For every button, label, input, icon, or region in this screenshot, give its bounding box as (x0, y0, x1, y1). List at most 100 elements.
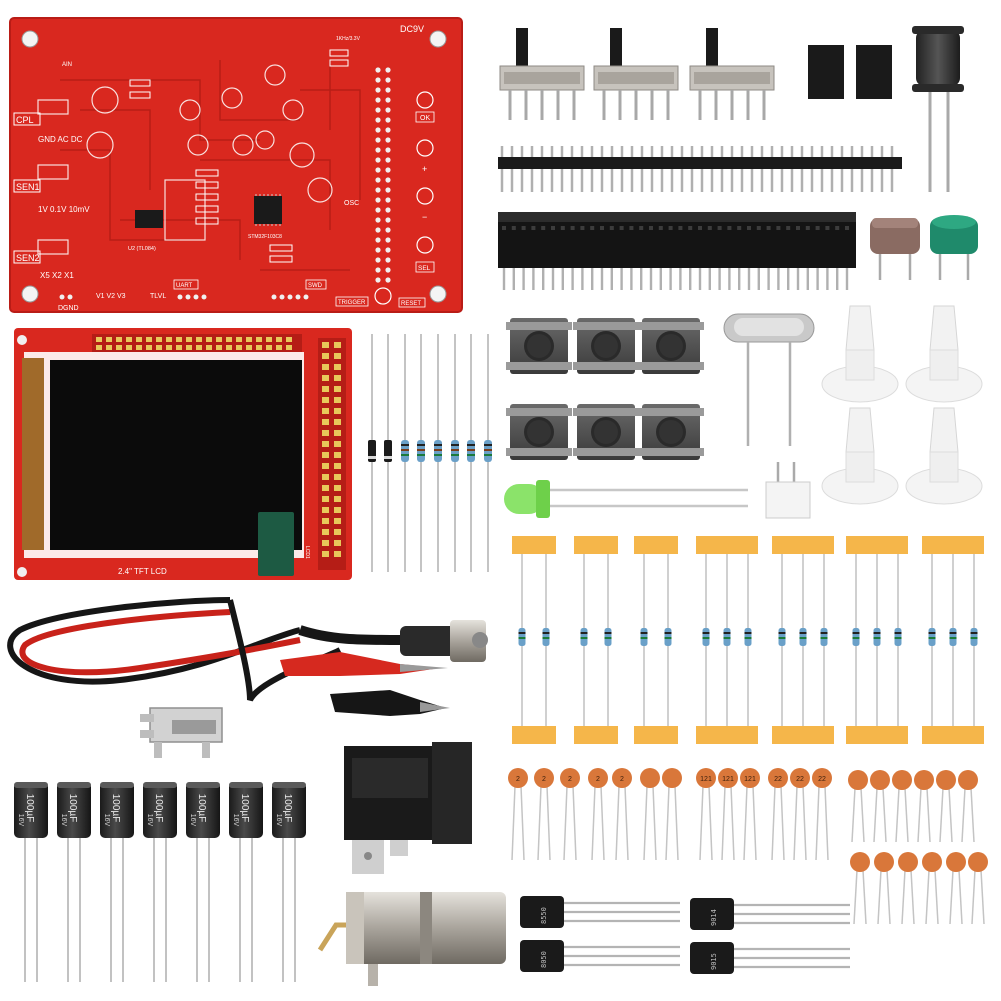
ceramic-capacitor-c2 (870, 770, 890, 843)
ceramic-capacitor-d1 (850, 852, 870, 925)
green-led (504, 480, 748, 518)
pcb-label-v123: V1 V2 V3 (96, 293, 126, 300)
pcb-label-sen2-range: X5 X2 X1 (40, 271, 74, 280)
lcd-label: 2.4" TFT LCD (118, 567, 167, 576)
transistor-3: 9014 (690, 898, 850, 930)
lcd-module: 2.4" TFT LCD LCD1 (14, 328, 352, 580)
slide-switch-3 (689, 28, 775, 120)
ceramic-capacitor-b4-label: 22 (774, 776, 782, 783)
transistor-1: 8550 (520, 896, 680, 928)
lcd-side-header (318, 338, 346, 570)
resistor-8 (484, 334, 492, 572)
ceramic-capacitor-d3 (898, 852, 918, 925)
ceramic-capacitor-b6: 22 (812, 768, 832, 861)
opamp-chip (135, 210, 163, 228)
tactile-button-4 (506, 404, 572, 460)
pcb-label-reset: RESET (401, 301, 421, 307)
nylon-standoffs (821, 305, 983, 505)
short-female-headers (808, 45, 892, 122)
male-pin-header (498, 146, 902, 192)
tactile-button-3 (638, 318, 704, 374)
ceramic-capacitor-c4 (914, 770, 934, 843)
pcb-label-sen1-range: 1V 0.1V 10mV (38, 205, 90, 214)
slide-switch-2 (593, 28, 679, 120)
transistors: 8550 8050 9014 9015 (520, 896, 850, 974)
ceramic-capacitor-b1: 121 (696, 768, 716, 861)
capacitor-voltage-5: 16V (189, 814, 196, 827)
bnc-connector (400, 620, 488, 662)
resistor-7 (467, 334, 475, 572)
lcd-flex-cable (258, 512, 294, 576)
ceramic-capacitor-d4 (922, 852, 942, 925)
pcb-label-plus: + (422, 164, 427, 174)
two-pin-connector (765, 462, 811, 519)
pcb-button-footprints (374, 91, 434, 305)
nylon-standoff-4 (905, 407, 983, 505)
ceramic-capacitor-d5 (946, 852, 966, 925)
capacitor-value-3: 100µF (110, 794, 121, 823)
alligator-clip-red (280, 652, 448, 676)
taped-resistor-strip-5 (772, 536, 834, 744)
pcb-small-headers (59, 294, 309, 300)
pcb-label-tlvl: TLVL (150, 293, 166, 300)
pcb-label-trigger: TRIGGER (338, 300, 366, 306)
nylon-standoff-1 (821, 305, 899, 403)
taped-resistor-strips (512, 536, 984, 744)
ceramic-capacitor-a1: 2 (508, 768, 528, 861)
ceramic-capacitor-b1-label: 121 (700, 776, 712, 783)
pcb-label-gnd-ac-dc: GND AC DC (38, 135, 83, 144)
capacitor-voltage-6: 16V (232, 814, 239, 827)
pcb-label-sen1: SEN1 (16, 182, 40, 192)
pcb-label-osc: OSC (344, 200, 359, 207)
tactile-button-1 (506, 318, 572, 374)
ceramic-capacitor-a3: 2 (560, 768, 580, 861)
taped-resistor-strip-6 (846, 536, 908, 744)
ceramic-capacitor-a2-label: 2 (542, 776, 546, 783)
mcu-chip (254, 194, 282, 226)
capacitor-value-2: 100µF (67, 794, 78, 823)
dc-power-jack (344, 742, 472, 874)
ceramic-capacitor-b6-label: 22 (818, 776, 826, 783)
slide-switch-1 (499, 28, 585, 120)
ceramic-capacitor-a5: 2 (612, 768, 632, 861)
pcb-label-dgnd: DGND (58, 305, 79, 312)
pcb-label-minus: − (422, 212, 427, 222)
transistor-label-4: 9015 (710, 953, 718, 970)
ceramic-capacitor-b2-label: 121 (722, 776, 734, 783)
pcb-label-sel: SEL (418, 265, 431, 272)
tactile-buttons (506, 318, 704, 460)
capacitor-value-5: 100µF (196, 794, 207, 823)
capacitor-value-4: 100µF (153, 794, 164, 823)
pcb-label-cpl: CPL (16, 115, 34, 125)
transistor-label-1: 8550 (540, 907, 548, 924)
transistor-label-2: 8050 (540, 951, 548, 968)
capacitor-value-1: 100µF (24, 794, 35, 823)
ceramic-capacitor-b5-label: 22 (796, 776, 804, 783)
tactile-button-2 (573, 318, 639, 374)
ceramic-capacitor-a7 (662, 768, 682, 861)
ceramic-capacitor-b4: 22 (768, 768, 788, 861)
ceramic-capacitor-b3: 121 (740, 768, 760, 861)
taped-resistor-strip-2 (574, 536, 618, 744)
ceramic-capacitor-b2: 121 (718, 768, 738, 861)
pcb-resistor-silk (129, 49, 349, 263)
pcb-header-holes (375, 67, 391, 283)
bnc-probe-cable (7, 597, 488, 716)
ceramic-capacitor-b5: 22 (790, 768, 810, 861)
pcb-label-opamp: U2 (TL084) (128, 246, 156, 252)
mini-usb-connector (140, 707, 223, 758)
ceramic-capacitor-d2 (874, 852, 894, 925)
taped-resistor-strip-1 (512, 536, 556, 744)
ceramic-capacitor-a4: 2 (588, 768, 608, 861)
lcd-label-lcd1: LCD1 (304, 546, 310, 559)
capacitor-value-7: 100µF (282, 794, 293, 823)
transistor-2: 8050 (520, 940, 680, 972)
ceramic-capacitor-a6 (640, 768, 660, 861)
ceramic-capacitor-d6 (968, 852, 988, 925)
pcb-label-mcu: STM32F103C8 (248, 234, 282, 240)
